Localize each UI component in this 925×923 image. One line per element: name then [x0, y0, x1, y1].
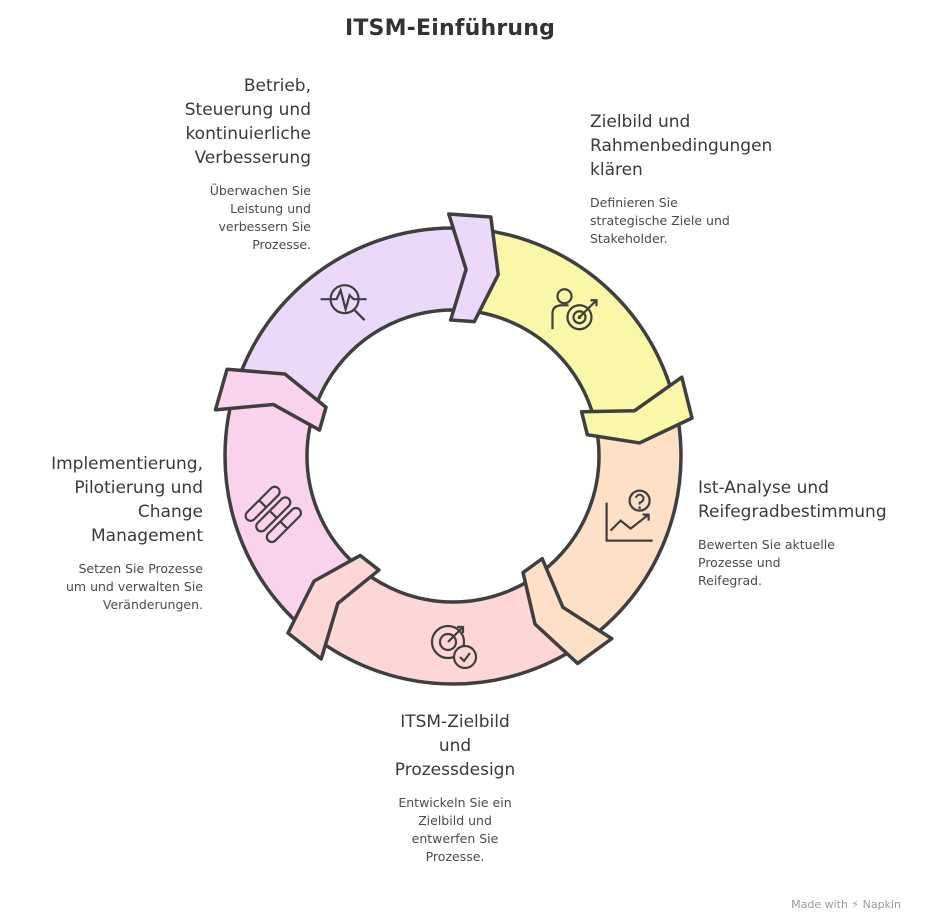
- step-title-line: Verbesserung: [194, 148, 311, 168]
- step-description-line: strategische Ziele und: [590, 213, 730, 228]
- step-description-line: entwerfen Sie: [411, 831, 499, 846]
- ring-connector-3: [521, 556, 614, 666]
- step-title-line: und: [438, 736, 472, 756]
- ring-connector-1: [447, 212, 500, 324]
- ring-segment-betrieb: [233, 228, 469, 416]
- step-title-line: Zielbild und: [590, 112, 691, 132]
- step-description-line: Stakeholder.: [590, 231, 668, 246]
- step-title-line: Betrieb,: [243, 76, 311, 96]
- step-title-line: Ist-Analyse und: [698, 478, 829, 498]
- target-check-icon: [430, 624, 478, 670]
- chart-question-icon: [605, 489, 653, 542]
- step-title-line: Prozessdesign: [394, 760, 516, 780]
- ring-segment-analyse: [538, 400, 681, 641]
- step-description-line: Setzen Sie Prozesse: [78, 561, 203, 576]
- step-title-line: ITSM-Zielbild: [400, 712, 510, 732]
- step-description-line: Veränderungen.: [102, 597, 203, 612]
- step-description-line: Zielbild und: [418, 813, 492, 828]
- step-description-line: Leistung und: [230, 201, 311, 216]
- monitor-pulse-icon: [320, 284, 367, 322]
- step-description-line: Entwickeln Sie ein: [398, 795, 512, 810]
- napkin-watermark: Made with ⚡ Napkin: [791, 898, 901, 911]
- step-description-line: Bewerten Sie aktuelle: [698, 537, 835, 552]
- diagram-title: ITSM-Einführung: [344, 16, 556, 41]
- ring-inner-outline: [305, 308, 601, 604]
- step-description-line: Definieren Sie: [590, 195, 678, 210]
- target-person-icon: [551, 288, 598, 331]
- step-title-line: Rahmenbedingungen: [590, 136, 773, 156]
- step-description-line: Prozesse.: [252, 237, 311, 252]
- ring-connector-2: [579, 375, 694, 445]
- step-title-line: Implementierung,: [51, 454, 203, 474]
- step-description-line: Prozesse und: [698, 555, 781, 570]
- step-title-line: Reifegradbestimmung: [698, 502, 887, 522]
- capsules-icon: [244, 485, 302, 544]
- ring-connector-5: [213, 367, 328, 432]
- step-title-line: Pilotierung und: [74, 478, 203, 498]
- step-description-line: Überwachen Sie: [209, 183, 311, 198]
- step-title-line: Steuerung und: [184, 100, 311, 120]
- step-title-line: kontinuierliche: [185, 124, 311, 144]
- ring-connector-4: [286, 553, 381, 661]
- ring-segment-design: [312, 571, 588, 684]
- step-title-line: Change: [137, 502, 203, 522]
- step-title-line: Management: [91, 526, 203, 546]
- step-description-line: Reifegrad.: [698, 573, 763, 588]
- step-description-line: verbessern Sie: [218, 219, 311, 234]
- step-title-line: klären: [590, 160, 643, 180]
- step-description-line: um und verwalten Sie: [66, 579, 203, 594]
- step-description-line: Prozesse.: [425, 849, 485, 864]
